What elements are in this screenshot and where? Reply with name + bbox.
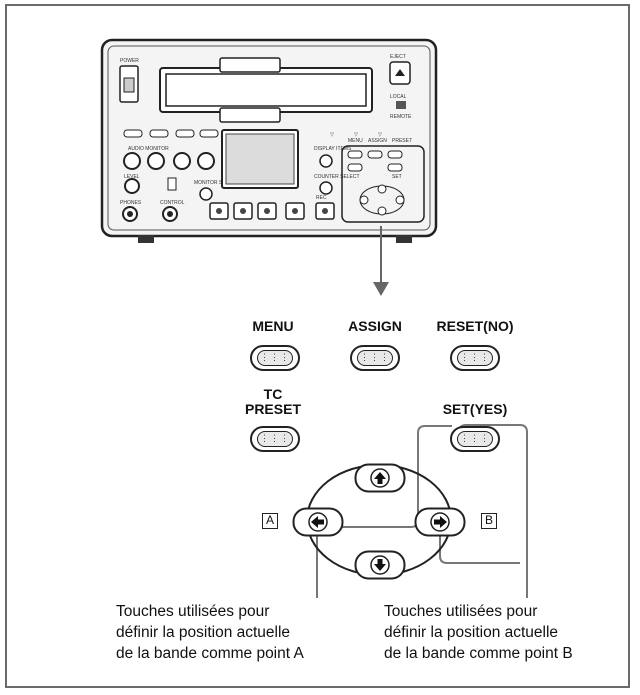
- device-eject-label: EJECT: [390, 54, 406, 60]
- device-control-label: CONTROL: [160, 200, 185, 206]
- device-audio-monitor-label: AUDIO MONITOR: [128, 146, 169, 152]
- svg-text:▽: ▽: [330, 132, 334, 138]
- marker-b: B: [481, 513, 497, 529]
- caption-point-a-line2: définir la position actuelle: [116, 624, 291, 641]
- device-assign-label: ASSIGN: [368, 138, 387, 144]
- set-yes-label: SET(YES): [442, 401, 508, 417]
- reset-no-label: RESET(NO): [436, 318, 514, 334]
- marker-a: A: [262, 513, 278, 529]
- svg-text:▽: ▽: [378, 132, 382, 138]
- caption-point-b-line3: de la bande comme point B: [384, 645, 573, 662]
- reset-button-dots-icon: ⋮⋮⋮: [460, 352, 490, 362]
- device-illustration: POWER EJECT LOCAL REMOTE AUDIO MONITOR L…: [100, 38, 438, 243]
- tc-preset-label-line2: PRESET: [244, 401, 301, 417]
- device-local-label: LOCAL: [390, 94, 407, 100]
- arrow-left-button[interactable]: [292, 507, 344, 537]
- caption-point-a-line3: de la bande comme point A: [116, 645, 304, 662]
- arrow-up-icon: [374, 472, 386, 484]
- device-level-label: LEVEL: [124, 174, 140, 180]
- assign-label: ASSIGN: [348, 318, 402, 334]
- assign-button-dots-icon: ⋮⋮⋮: [360, 352, 390, 362]
- device-set-label: SET: [392, 174, 402, 180]
- arrow-right-button[interactable]: [414, 507, 466, 537]
- set-yes-button[interactable]: ⋮⋮⋮: [450, 426, 500, 452]
- arrow-up-button[interactable]: [354, 463, 406, 493]
- menu-button[interactable]: ⋮⋮⋮: [250, 345, 300, 371]
- tc-preset-button[interactable]: ⋮⋮⋮: [250, 426, 300, 452]
- set-button-dots-icon: ⋮⋮⋮: [460, 433, 490, 443]
- tc-preset-button-dots-icon: ⋮⋮⋮: [260, 433, 290, 443]
- tc-preset-label-line1: TC: [263, 386, 283, 402]
- device-display-items-label: DISPLAY ITEMS: [314, 146, 352, 152]
- caption-point-b-line1: Touches utilisées pour: [384, 603, 538, 620]
- arrow-right-icon: [434, 516, 447, 528]
- device-power-label: POWER: [120, 58, 139, 64]
- caption-point-a-line1: Touches utilisées pour: [116, 603, 270, 620]
- menu-label: MENU: [252, 318, 294, 334]
- reset-no-button[interactable]: ⋮⋮⋮: [450, 345, 500, 371]
- caption-point-b-line2: définir la position actuelle: [384, 624, 559, 641]
- device-rec-label: REC: [316, 195, 327, 201]
- menu-button-dots-icon: ⋮⋮⋮: [260, 352, 290, 362]
- device-menu-label: MENU: [348, 138, 363, 144]
- assign-button[interactable]: ⋮⋮⋮: [350, 345, 400, 371]
- arrow-left-icon: [311, 516, 324, 528]
- arrow-down-icon: [374, 559, 386, 571]
- device-preset-label: PRESET: [392, 138, 412, 144]
- device-remote-label: REMOTE: [390, 114, 412, 120]
- arrow-down-button[interactable]: [354, 550, 406, 580]
- svg-text:▽: ▽: [354, 132, 358, 138]
- device-monitor-select-label: MONITOR SELECT: [194, 180, 238, 186]
- device-phones-label: PHONES: [120, 200, 142, 206]
- device-counter-select-label: COUNTER SELECT: [314, 174, 360, 180]
- figure-frame: [5, 4, 630, 688]
